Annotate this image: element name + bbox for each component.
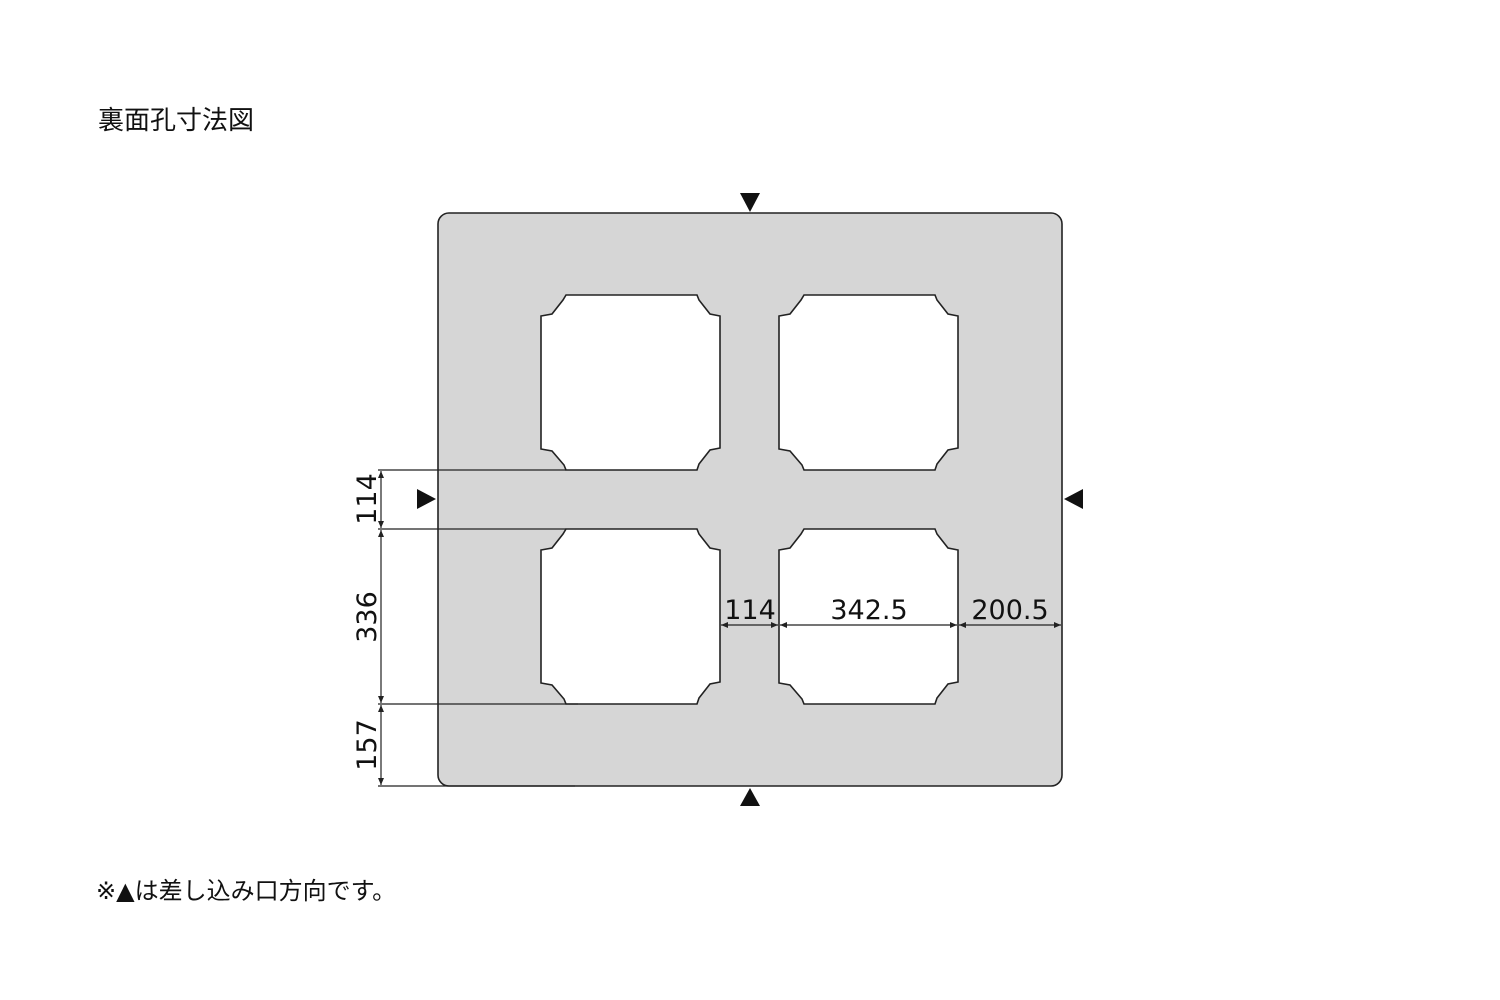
hole-top-left: [540, 294, 721, 471]
plate: [437, 212, 1063, 787]
hole-top-right: [778, 294, 959, 471]
arrow-left-icon: [417, 489, 436, 509]
dim-right-margin: 200.5: [971, 595, 1048, 626]
arrow-top-icon: [740, 193, 760, 212]
dim-vertical-gap: 114: [352, 473, 383, 525]
extension-lines: [378, 469, 578, 787]
drawing-title: 裏面孔寸法図: [98, 106, 255, 136]
dim-hole-height: 336: [352, 591, 383, 643]
insertion-direction-note: ※▲は差し込み口方向です。: [96, 877, 397, 905]
dim-hole-width: 342.5: [830, 595, 907, 626]
hole-bottom-left: [540, 528, 721, 705]
dim-bottom-margin: 157: [352, 719, 383, 771]
arrow-bottom-icon: [740, 788, 760, 806]
arrow-right-icon: [1064, 489, 1083, 509]
dim-horizontal-gap: 114: [724, 595, 776, 626]
